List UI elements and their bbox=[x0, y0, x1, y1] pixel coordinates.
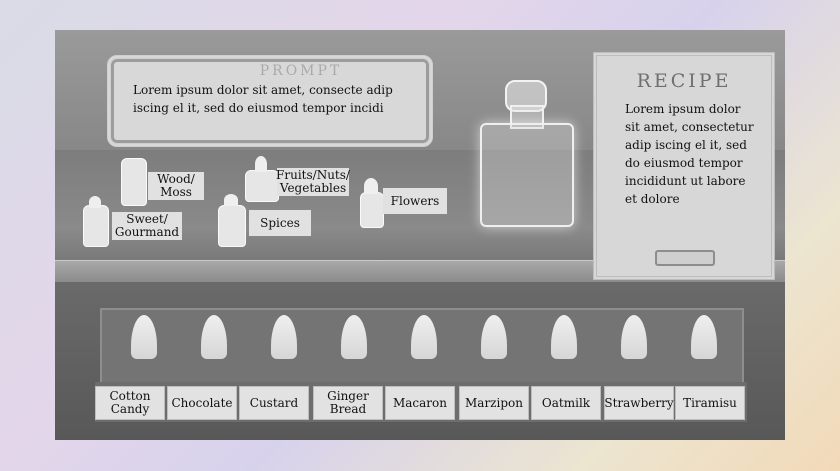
fruits-bottle[interactable] bbox=[245, 170, 279, 202]
sweet-gourmand-bottle[interactable] bbox=[83, 205, 109, 247]
flavor-macaron[interactable]: Macaron bbox=[385, 386, 455, 420]
recipe-panel: RECIPE Lorem ipsum dolor sit amet, conse… bbox=[593, 52, 775, 280]
ingredient-bottle[interactable] bbox=[271, 315, 297, 359]
flavor-custard[interactable]: Custard bbox=[239, 386, 309, 420]
recipe-text: Lorem ipsum dolor sit amet, consectetur … bbox=[625, 102, 754, 206]
flavor-tiramisu[interactable]: Tiramisu bbox=[675, 386, 745, 420]
spices-cap bbox=[224, 194, 238, 206]
prompt-title: PROMPT bbox=[259, 63, 343, 79]
ingredient-bottle[interactable] bbox=[551, 315, 577, 359]
ingredient-bottle[interactable] bbox=[621, 315, 647, 359]
ingredient-bottle[interactable] bbox=[341, 315, 367, 359]
game-scene: PROMPT Lorem ipsum dolor sit amet, conse… bbox=[55, 30, 785, 440]
recipe-confirm-button[interactable] bbox=[655, 250, 715, 266]
flavor-ginger-bread[interactable]: Ginger Bread bbox=[313, 386, 383, 420]
flowers-cap bbox=[364, 178, 378, 194]
wood-moss-bottle[interactable] bbox=[121, 158, 147, 206]
prompt-panel: PROMPT Lorem ipsum dolor sit amet, conse… bbox=[107, 55, 433, 147]
category-flowers[interactable]: Flowers bbox=[383, 188, 447, 214]
flavor-oatmilk[interactable]: Oatmilk bbox=[531, 386, 601, 420]
ingredient-bottle[interactable] bbox=[411, 315, 437, 359]
recipe-title: RECIPE bbox=[636, 70, 732, 92]
ingredient-bottle[interactable] bbox=[131, 315, 157, 359]
flavor-strawberry[interactable]: Strawberry bbox=[604, 386, 674, 420]
flowers-bottle[interactable] bbox=[360, 192, 384, 228]
prompt-text: Lorem ipsum dolor sit amet, consecte adi… bbox=[133, 83, 393, 115]
spices-bottle[interactable] bbox=[218, 205, 246, 247]
category-spices[interactable]: Spices bbox=[249, 210, 311, 236]
category-sweet-gourmand[interactable]: Sweet/ Gourmand bbox=[112, 212, 182, 240]
flavor-chocolate[interactable]: Chocolate bbox=[167, 386, 237, 420]
sweet-gourmand-cap bbox=[89, 196, 101, 208]
ingredient-bottle[interactable] bbox=[481, 315, 507, 359]
flask-neck bbox=[510, 105, 544, 129]
mixing-flask[interactable] bbox=[480, 123, 574, 227]
ingredient-bottle[interactable] bbox=[201, 315, 227, 359]
fruits-cap bbox=[255, 156, 267, 172]
flavor-cotton-candy[interactable]: Cotton Candy bbox=[95, 386, 165, 420]
flavor-marzipon[interactable]: Marzipon bbox=[459, 386, 529, 420]
category-fruits-nuts-vegetables[interactable]: Fruits/Nuts/ Vegetables bbox=[276, 168, 350, 196]
category-wood-moss[interactable]: Wood/ Moss bbox=[148, 172, 204, 200]
ingredient-bottle[interactable] bbox=[691, 315, 717, 359]
